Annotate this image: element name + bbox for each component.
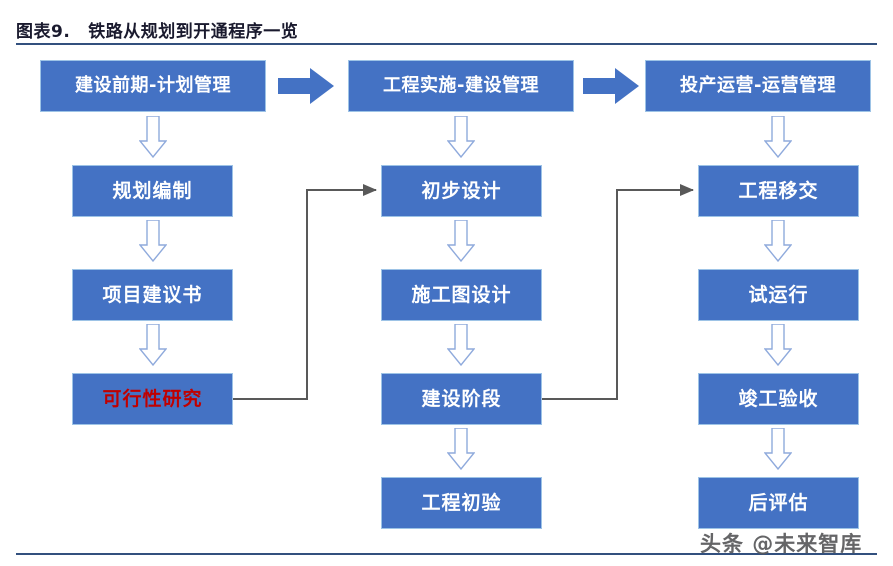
figure-title-text: 铁路从规划到开通程序一览 xyxy=(88,22,299,42)
phase-box-1[interactable]: 建设前期-计划管理 xyxy=(40,60,266,112)
step-box-jungongyanshou[interactable]: 竣工验收 xyxy=(698,373,859,425)
down-arrow-icon-shigongtu-jianshejieduan xyxy=(446,323,476,367)
figure-title: 图表9. 铁路从规划到开通程序一览 xyxy=(16,17,298,42)
step-box-gongchengyijiao[interactable]: 工程移交 xyxy=(698,165,859,217)
step-box-shiyunxing[interactable]: 试运行 xyxy=(698,269,859,321)
down-arrow-icon-chubusheji-shigongtu xyxy=(446,219,476,263)
title-rule-top xyxy=(16,43,877,45)
down-arrow-icon-jianshejieduan-chuyan xyxy=(446,427,476,471)
step-box-kexingxingyanjiu[interactable]: 可行性研究 xyxy=(72,373,233,425)
connector-kexingxing-to-chubusheji xyxy=(233,184,377,400)
figure-number: 图表9. xyxy=(16,22,71,42)
phase-box-3[interactable]: 投产运营-运营管理 xyxy=(645,60,871,112)
down-arrow-icon-p1-guihua xyxy=(138,115,168,159)
down-arrow-icon-jianyishu-kexingxing xyxy=(138,323,168,367)
down-arrow-icon-p3-yijiao xyxy=(763,115,793,159)
right-arrow-icon-1 xyxy=(278,66,334,106)
step-box-gongchengchuyan[interactable]: 工程初验 xyxy=(381,477,542,529)
step-box-guihuabianzhi[interactable]: 规划编制 xyxy=(72,165,233,217)
footer-rule-bottom xyxy=(16,553,877,555)
step-box-chubusheji[interactable]: 初步设计 xyxy=(381,165,542,217)
step-box-jianshejieduan[interactable]: 建设阶段 xyxy=(381,373,542,425)
down-arrow-icon-guihua-jianyishu xyxy=(138,219,168,263)
down-arrow-icon-yanshou-houpinggu xyxy=(763,427,793,471)
connector-jianshejieduan-to-gongchengyijiao xyxy=(542,184,694,400)
step-box-houpinggu[interactable]: 后评估 xyxy=(698,477,859,529)
right-arrow-icon-2 xyxy=(583,66,639,106)
step-box-xiangmujianyishu[interactable]: 项目建议书 xyxy=(72,269,233,321)
phase-box-2[interactable]: 工程实施-建设管理 xyxy=(348,60,574,112)
watermark: 头条 @未来智库 xyxy=(700,532,863,556)
step-box-shigongtusheji[interactable]: 施工图设计 xyxy=(381,269,542,321)
down-arrow-icon-yijiao-shiyunxing xyxy=(763,219,793,263)
down-arrow-icon-shiyunxing-yanshou xyxy=(763,323,793,367)
down-arrow-icon-p2-chubusheji xyxy=(446,115,476,159)
